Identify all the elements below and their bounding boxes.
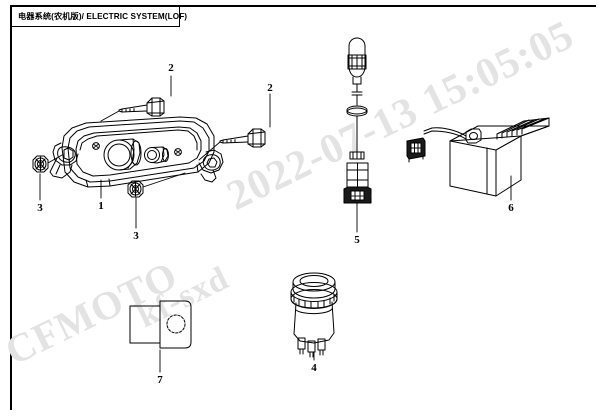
callout-7: 7 [157,374,163,386]
title-block: 电器系统(农机版)/ ELECTRIC SYSTEM(LOF) [10,5,187,27]
callout-4: 4 [311,362,317,374]
hex-bolt-left-art [118,97,165,117]
hex-nut-lower-art [127,180,144,198]
sensor-connector-art [343,37,372,204]
callout-2-left: 2 [168,62,174,74]
leader-lines [39,75,512,373]
callout-3-left: 3 [37,202,43,214]
callout-6: 6 [508,202,514,214]
voltage-regulator-art [406,117,550,197]
hex-nut-left-art [32,155,49,173]
callout-2-right: 2 [267,82,273,94]
push-button-switch-art [290,272,338,358]
mounting-bracket-art [129,300,192,349]
page-title: 电器系统(农机版)/ ELECTRIC SYSTEM(LOF) [18,11,188,21]
callout-3-lower: 3 [133,230,139,242]
hex-bolt-right-art [219,128,266,148]
frame-top-border [10,5,596,7]
callout-5: 5 [354,234,360,246]
headlight-assembly-art [49,116,224,188]
callout-1: 1 [98,200,104,212]
frame-left-border [10,5,12,410]
